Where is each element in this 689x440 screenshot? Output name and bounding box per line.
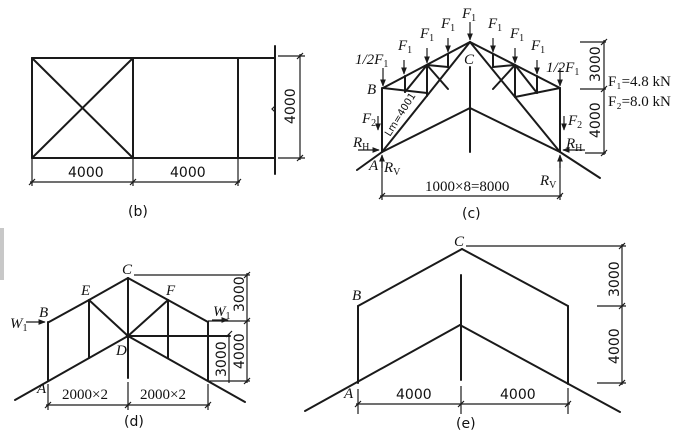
dim-span: 1000×8=8000 <box>425 179 509 195</box>
top-chord-CF <box>127 277 169 301</box>
break-symbol <box>271 105 276 113</box>
bottom-chord-right <box>469 107 561 153</box>
dim-lower: 4000 <box>232 333 248 369</box>
ground-right <box>459 324 621 413</box>
diagonal-ED <box>88 299 129 337</box>
dim-inner: 3000 <box>214 341 230 377</box>
svg-text:F1: F1 <box>397 38 412 56</box>
legend-F1: F₁=4.8 kN <box>608 74 671 90</box>
label-RV-right: RV <box>539 173 557 191</box>
svg-text:F1: F1 <box>530 38 545 56</box>
caption-c: (c) <box>462 206 481 222</box>
node-F: F <box>165 283 176 299</box>
panel-e: B C A 4000 4000 3000 4000 (e) <box>304 234 626 432</box>
svg-text:F1: F1 <box>440 16 455 34</box>
dim-left: 4000 <box>396 387 432 403</box>
svg-text:F1: F1 <box>487 16 502 34</box>
edge-bar <box>0 228 4 280</box>
label-F2-right: F2 <box>567 113 582 131</box>
svg-text:F1: F1 <box>419 26 434 44</box>
label-RH-right: RH <box>565 136 582 154</box>
caption-d: (d) <box>124 414 144 430</box>
legend-F2: F₂=8.0 kN <box>608 94 671 110</box>
dim-bay1: 4000 <box>68 165 104 181</box>
node-C: C <box>464 52 475 68</box>
label-RV-left: RV <box>383 160 401 178</box>
brace-diagonal-2 <box>31 57 134 159</box>
label-W1-left: W1 <box>10 316 28 334</box>
node-B: B <box>352 288 361 304</box>
panel-c: F1 F1 F1 F1 F1 F1 F1 1/2F1 1/2F1 F2 F2 R… <box>352 6 671 222</box>
node-A: A <box>343 386 354 402</box>
top-chord-F-right <box>167 299 209 323</box>
caption-b: (b) <box>128 204 148 220</box>
node-B: B <box>367 82 376 98</box>
rafter-BC <box>357 248 463 307</box>
node-A: A <box>36 381 47 397</box>
dim-upper: 3000 <box>232 276 248 312</box>
label-RH-left: RH <box>352 135 369 153</box>
rafter-C-right <box>461 248 569 307</box>
label-half-F1-right: 1/2F1 <box>546 60 579 78</box>
dim-bay2: 4000 <box>170 165 206 181</box>
node-A: A <box>368 158 379 174</box>
bottom-chord-left <box>381 107 471 153</box>
dim-left: 2000×2 <box>62 387 108 403</box>
svg-text:F1: F1 <box>509 26 524 44</box>
diagonal-FD <box>127 299 169 337</box>
label-F2-left: F2 <box>361 111 376 129</box>
node-D: D <box>115 343 127 359</box>
top-chord-BE <box>48 299 90 323</box>
ground-left <box>356 151 383 171</box>
node-D-dot <box>125 333 131 339</box>
label-W1-right: W1 <box>213 304 231 322</box>
node-C: C <box>122 262 133 278</box>
dim-right: 2000×2 <box>140 387 186 403</box>
node-B: B <box>39 305 48 321</box>
dim-height: 4000 <box>283 88 299 124</box>
rafter-left <box>381 41 471 153</box>
ground-right <box>127 335 246 403</box>
label-F1-top: F1 <box>461 6 476 24</box>
node-C: C <box>454 234 465 250</box>
ground-left <box>14 335 129 401</box>
dim-right: 4000 <box>500 387 536 403</box>
node-E: E <box>80 283 90 299</box>
dim-lower: 4000 <box>588 102 604 138</box>
panel-d: W1 W1 B E C F D A 2000×2 2000×2 3000 400… <box>10 262 251 430</box>
top-chord-EC <box>88 277 129 301</box>
label-half-F1-left: 1/2F1 <box>355 52 388 70</box>
diagonal-length-label: Lm=4001 <box>383 91 418 139</box>
dim-upper: 3000 <box>588 46 604 82</box>
ground-right <box>559 151 601 179</box>
ground-left <box>304 324 461 412</box>
caption-e: (e) <box>456 416 476 432</box>
panel-b: 4000 4000 4000 (b) <box>28 45 305 220</box>
dim-lower: 4000 <box>607 328 623 364</box>
dim-upper: 3000 <box>607 261 623 297</box>
